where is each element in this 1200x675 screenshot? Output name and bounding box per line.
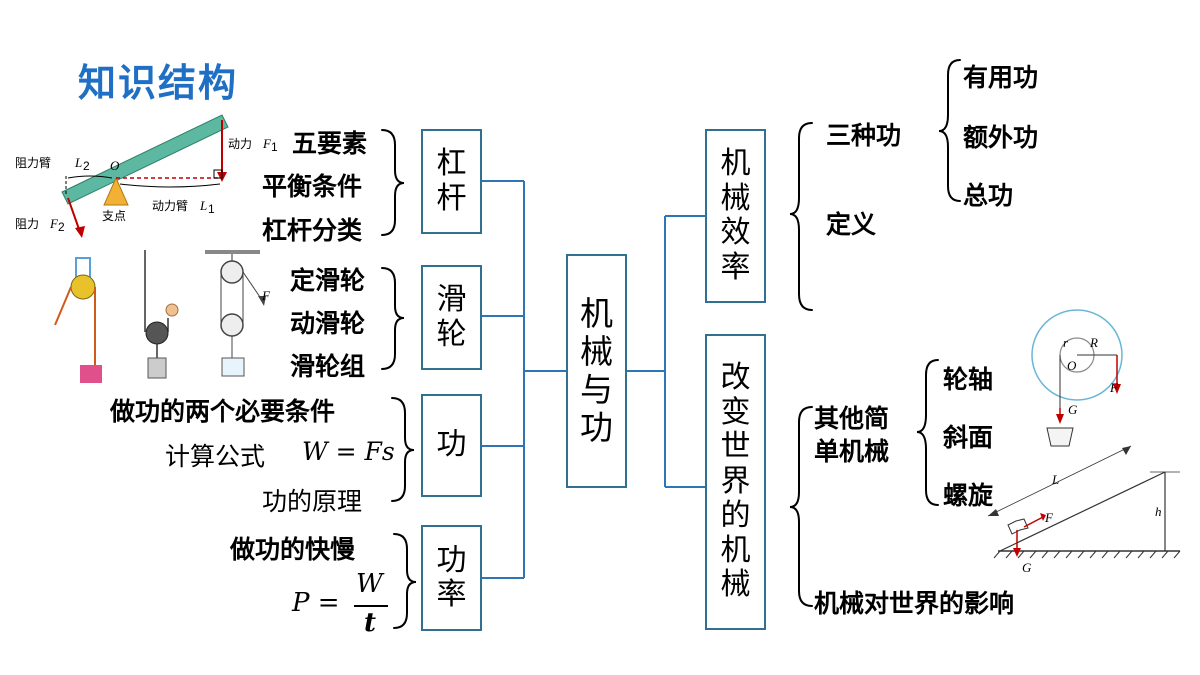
power-formula-denominator: t xyxy=(364,608,377,638)
force-f2-arrow xyxy=(67,197,81,233)
work-item-conditions: 做功的两个必要条件 xyxy=(110,397,336,426)
axle-o-label: O xyxy=(1067,358,1077,373)
resist-arm-label: 阻力臂 xyxy=(15,156,51,170)
work-item-principle: 功的原理 xyxy=(262,487,363,516)
incline-l-label: L xyxy=(1051,472,1059,487)
work-box: 功 xyxy=(421,394,482,497)
fulcrum-label: 支点 xyxy=(102,209,126,223)
f1-sub: 1 xyxy=(271,140,278,154)
work-type-total: 总功 xyxy=(963,181,1014,210)
l1-sub: 1 xyxy=(208,202,215,216)
pulley-item-group: 滑轮组 xyxy=(290,352,366,381)
pulley-box: 滑轮 xyxy=(421,265,482,370)
efficiency-three-work: 三种功 xyxy=(826,121,902,150)
change-other-simple: 其他简单机械 xyxy=(814,404,890,466)
simple-incline: 斜面 xyxy=(943,423,994,452)
f1-label: F xyxy=(262,136,272,151)
work-item-formula: W = Fs xyxy=(302,437,395,466)
lever-item-balance: 平衡条件 xyxy=(262,172,363,201)
incline-h-label: h xyxy=(1155,504,1162,519)
power-formula-numerator: W xyxy=(356,569,383,599)
pulley-item-movable: 动滑轮 xyxy=(290,309,366,338)
axle-bigr-label: R xyxy=(1089,335,1098,350)
change-box: 改变世界的机械 xyxy=(705,334,766,630)
axle-r-label: r xyxy=(1063,335,1069,350)
lever-bar xyxy=(61,114,229,205)
f2-sub: 2 xyxy=(58,220,65,234)
l1-label: L xyxy=(199,198,207,213)
center-box: 机械与功 xyxy=(566,254,627,488)
work-item-formula-label: 计算公式 xyxy=(165,442,266,471)
lever-item-classify: 杠杆分类 xyxy=(262,216,363,245)
work-type-extra: 额外功 xyxy=(963,123,1039,152)
power-formula-lhs: P = xyxy=(292,588,340,618)
page-title: 知识结构 xyxy=(78,61,239,105)
lever-item-five-elements: 五要素 xyxy=(292,129,368,158)
l2-sub: 2 xyxy=(83,159,90,173)
wheel-circle xyxy=(1031,309,1123,401)
fulcrum-triangle xyxy=(103,176,129,206)
power-box: 功率 xyxy=(421,525,482,631)
efficiency-definition: 定义 xyxy=(826,210,877,239)
power-item-speed: 做功的快慢 xyxy=(230,535,356,564)
change-influence: 机械对世界的影响 xyxy=(814,589,1015,618)
simple-screw: 螺旋 xyxy=(943,481,994,510)
resist-force-label: 阻力 xyxy=(15,217,39,231)
axle-g-label: G xyxy=(1068,402,1078,417)
l2-label: L xyxy=(74,155,82,170)
work-type-useful: 有用功 xyxy=(963,63,1039,92)
power-arm-label: 动力臂 xyxy=(152,199,188,213)
o-label: O xyxy=(110,158,120,173)
pulley-item-fixed: 定滑轮 xyxy=(290,266,366,295)
pulley-f-label: F xyxy=(261,288,271,303)
power-force-label: 动力 xyxy=(228,137,252,151)
simple-wheel-axle: 轮轴 xyxy=(943,365,994,394)
efficiency-box: 机械效率 xyxy=(705,129,766,303)
incline-f-label: F xyxy=(1044,510,1054,525)
incline-g-label: G xyxy=(1022,560,1032,575)
lever-box: 杠杆 xyxy=(421,129,482,234)
f2-label: F xyxy=(49,216,59,231)
fraction-bar xyxy=(354,605,388,607)
axle-f-label: F xyxy=(1109,380,1119,395)
